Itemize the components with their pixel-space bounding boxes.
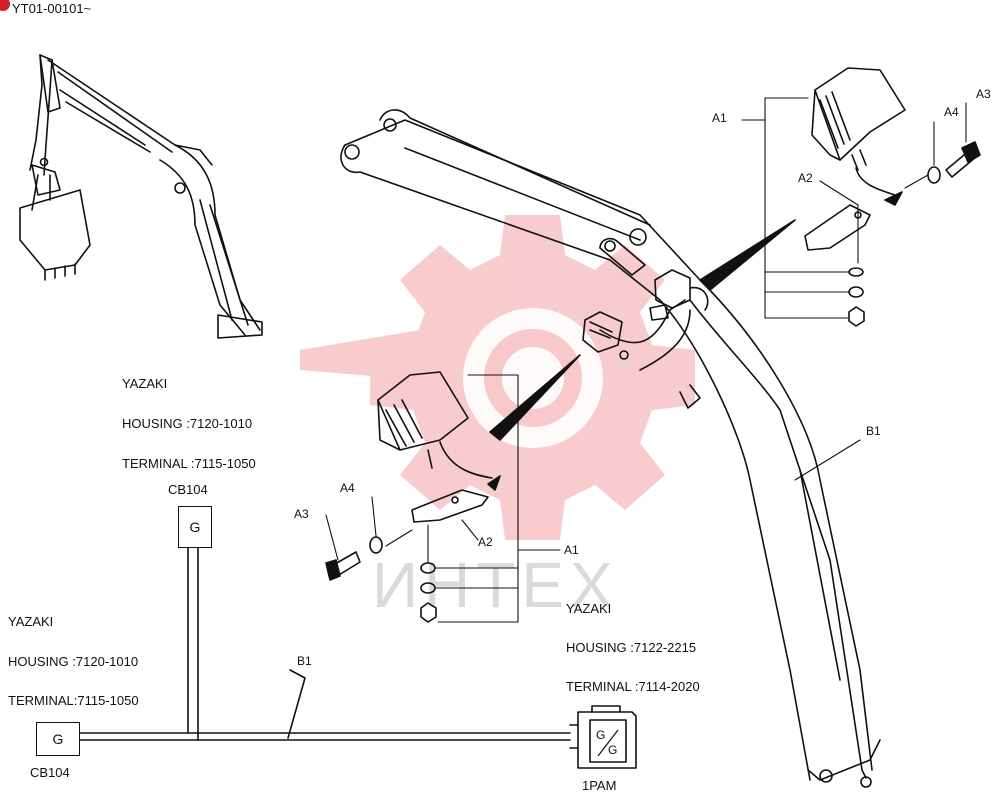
callout-a4-mid: A4 bbox=[340, 481, 355, 495]
connector-cb104-left: G bbox=[36, 722, 80, 756]
spec-right-housing: HOUSING :7122-2215 bbox=[566, 640, 697, 655]
connector-cb104-upper: G bbox=[178, 506, 212, 548]
bracket-lines bbox=[325, 97, 967, 623]
callout-a4-top: A4 bbox=[944, 105, 959, 119]
pointer-wedge-top bbox=[699, 219, 796, 291]
spec-upper-terminal: TERMINAL :7115-1050 bbox=[122, 456, 256, 471]
connector-pin-label: G bbox=[52, 731, 64, 747]
harness-schematic bbox=[79, 547, 637, 769]
watermark-text: ИНТЕХ bbox=[372, 549, 619, 621]
spec-right-ref: 1PAM bbox=[582, 778, 617, 793]
callout-b1-boom: B1 bbox=[866, 424, 881, 438]
excavator-thumbnail bbox=[19, 54, 263, 339]
callout-a1-top: A1 bbox=[712, 111, 727, 125]
callout-a1-mid: A1 bbox=[564, 543, 579, 557]
spec-right-maker: YAZAKI bbox=[566, 601, 612, 616]
callout-a2-mid: A2 bbox=[478, 535, 493, 549]
header-badge bbox=[0, 0, 10, 11]
lamp-assembly-top bbox=[804, 67, 981, 327]
boom-lamp-mount bbox=[582, 269, 691, 353]
header-code: YT01-00101~ bbox=[12, 1, 92, 16]
callout-b1-harness: B1 bbox=[297, 654, 312, 668]
spec-left-ref: CB104 bbox=[30, 765, 70, 780]
lamp-assembly-mid bbox=[325, 371, 501, 623]
connector-1pam-pins: G G bbox=[594, 726, 622, 760]
callout-a3-mid: A3 bbox=[294, 507, 309, 521]
spec-upper-ref: CB104 bbox=[168, 482, 208, 497]
callout-a2-top: A2 bbox=[798, 171, 813, 185]
connector-pin-label-bottom: G bbox=[608, 743, 618, 757]
pin-divider bbox=[594, 728, 622, 758]
spec-left-housing: HOUSING :7120-1010 bbox=[8, 654, 139, 669]
callout-a3-top: A3 bbox=[976, 87, 991, 101]
spec-right-terminal: TERMINAL :7114-2020 bbox=[566, 679, 700, 694]
spec-upper-maker: YAZAKI bbox=[122, 376, 168, 391]
connector-pin-label-top: G bbox=[596, 728, 606, 742]
spec-upper-housing: HOUSING :7120-1010 bbox=[122, 416, 253, 431]
spec-left-terminal: TERMINAL:7115-1050 bbox=[8, 693, 139, 708]
connector-pin-label: G bbox=[189, 519, 201, 535]
pointer-wedge-mid bbox=[489, 354, 581, 441]
boom-harness-wiring bbox=[599, 299, 872, 788]
boom-arm bbox=[340, 109, 881, 783]
spec-left-maker: YAZAKI bbox=[8, 614, 54, 629]
